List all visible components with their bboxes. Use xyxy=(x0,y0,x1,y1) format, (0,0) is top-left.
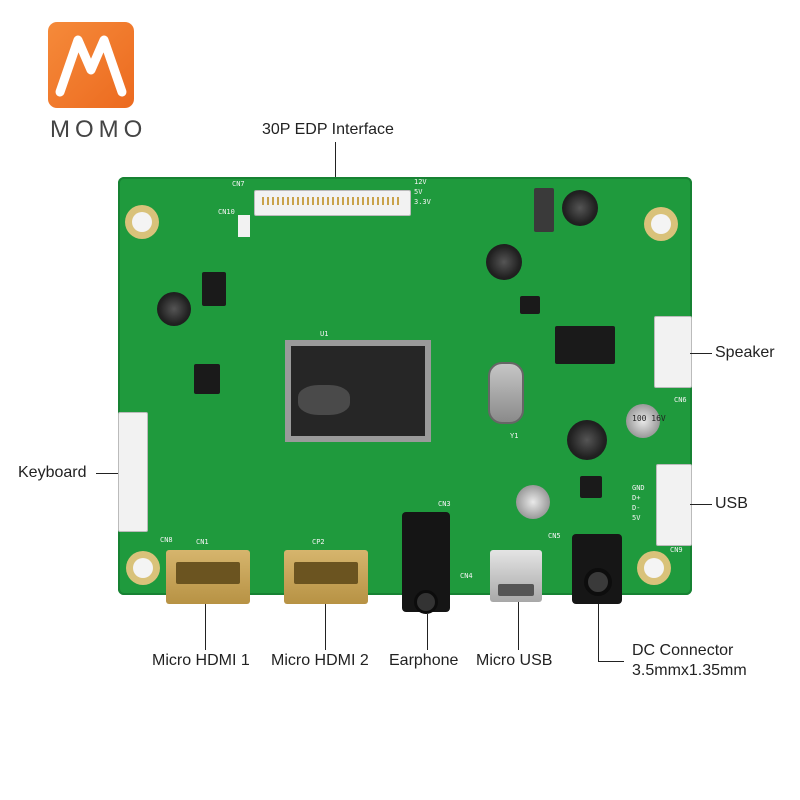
mounting-hole xyxy=(637,551,671,585)
silk-cn8: CN8 xyxy=(160,536,173,544)
label-speaker: Speaker xyxy=(715,344,775,361)
silk-cap-mark: 100 16V xyxy=(632,414,666,423)
mounting-hole xyxy=(126,551,160,585)
silk-y1: Y1 xyxy=(510,432,519,440)
silk-12v: 12V xyxy=(414,178,427,186)
mounting-hole xyxy=(125,205,159,239)
label-edp-interface: 30P EDP Interface xyxy=(262,121,394,138)
label-keyboard: Keyboard xyxy=(18,464,87,481)
earphone-jack-opening xyxy=(414,590,438,614)
silk-usb-pin-5v: 5V xyxy=(632,514,641,522)
silk-cn9: CN9 xyxy=(670,546,683,554)
electrolytic-capacitor xyxy=(516,485,550,519)
leader-line-dc-vertical xyxy=(598,604,599,662)
leader-line-speaker xyxy=(690,353,712,354)
label-usb: USB xyxy=(715,495,748,512)
silk-cn4: CN4 xyxy=(460,572,473,580)
micro-hdmi-2-opening xyxy=(294,562,358,584)
diode xyxy=(534,188,554,232)
silk-cn2: CP2 xyxy=(312,538,325,546)
leader-line-dc-horizontal xyxy=(598,661,624,662)
inductor xyxy=(562,190,598,226)
dc-connector-opening xyxy=(584,568,612,596)
silk-cn6: CN6 xyxy=(674,396,687,404)
speaker-connector xyxy=(654,316,692,388)
label-micro-usb: Micro USB xyxy=(476,652,553,669)
label-earphone: Earphone xyxy=(389,652,459,669)
usb-connector xyxy=(656,464,692,546)
keyboard-connector xyxy=(118,412,148,532)
silk-cn5: CN5 xyxy=(548,532,561,540)
leader-line-usb xyxy=(690,504,712,505)
silk-cn3: CN3 xyxy=(438,500,451,508)
small-ic xyxy=(580,476,602,498)
chip-marking xyxy=(298,385,350,415)
small-connector xyxy=(238,215,250,237)
leader-line-keyboard xyxy=(96,473,118,474)
micro-usb-opening xyxy=(498,584,534,596)
m-logo-icon xyxy=(55,35,127,97)
inductor xyxy=(157,292,191,326)
momo-logo xyxy=(48,22,134,108)
inductor xyxy=(486,244,522,280)
inductor xyxy=(567,420,607,460)
label-micro-hdmi-1: Micro HDMI 1 xyxy=(152,652,250,669)
silk-5v: 5V xyxy=(414,188,423,196)
small-ic xyxy=(520,296,540,314)
logo-text: MOMO xyxy=(50,116,148,143)
label-dc-connector: DC Connector xyxy=(632,642,734,659)
leader-line-hdmi1 xyxy=(205,604,206,650)
regulator-chip xyxy=(194,364,220,394)
leader-line-micro-usb xyxy=(518,602,519,650)
audio-amplifier-chip xyxy=(555,326,615,364)
leader-line-edp xyxy=(335,142,336,188)
main-processor-chip xyxy=(285,340,431,442)
silk-3v3: 3.3V xyxy=(414,198,431,206)
crystal-oscillator xyxy=(488,362,524,424)
silk-cn7: CN7 xyxy=(232,180,245,188)
edp-connector-pins xyxy=(262,197,402,205)
mounting-hole xyxy=(644,207,678,241)
silk-cn1: CN1 xyxy=(196,538,209,546)
silk-u1: U1 xyxy=(320,330,329,338)
leader-line-hdmi2 xyxy=(325,604,326,650)
silk-usb-pin-dminus: D- xyxy=(632,504,641,512)
silk-usb-pin-dplus: D+ xyxy=(632,494,641,502)
mosfet-chip xyxy=(202,272,226,306)
silk-usb-pin-gnd: GND xyxy=(632,484,645,492)
label-micro-hdmi-2: Micro HDMI 2 xyxy=(271,652,369,669)
silk-cn10: CN10 xyxy=(218,208,235,216)
label-dc-spec: 3.5mmx1.35mm xyxy=(632,662,747,679)
micro-hdmi-1-opening xyxy=(176,562,240,584)
electrolytic-capacitor xyxy=(626,404,660,438)
leader-line-earphone xyxy=(427,614,428,650)
